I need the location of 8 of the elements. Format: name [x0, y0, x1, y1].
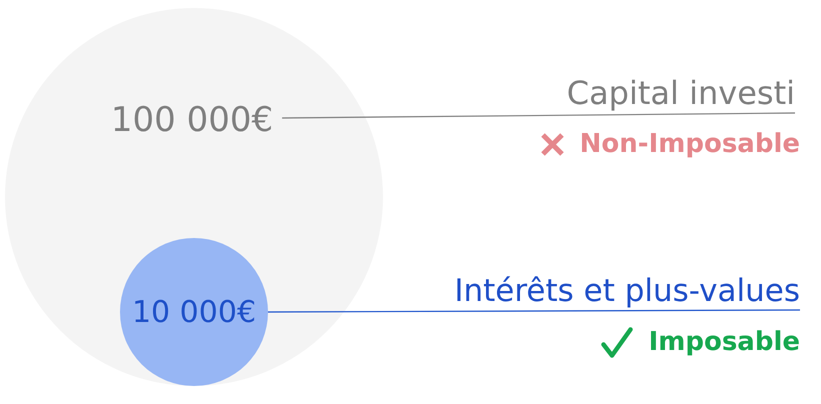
- tax-status-label: Imposable: [648, 326, 800, 358]
- leader-line: [268, 309, 800, 313]
- amount-label: 100 000€: [110, 100, 274, 140]
- leader-line: [282, 112, 795, 119]
- category-label: Capital investi: [566, 73, 795, 113]
- amount-label: 10 000€: [132, 295, 256, 331]
- category-label: Intérêts et plus-values: [454, 272, 800, 310]
- tax-status-label: Non-Imposable: [580, 128, 800, 160]
